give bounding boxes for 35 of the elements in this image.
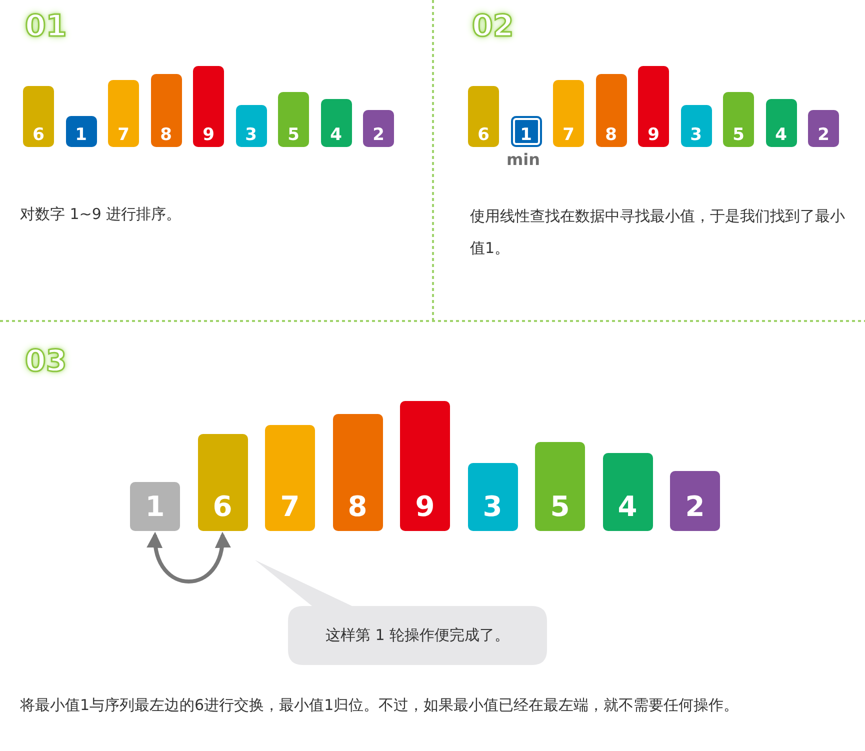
number-bar: 9 bbox=[193, 66, 224, 147]
number-bar: 7 bbox=[553, 80, 584, 147]
number-bar: 1 bbox=[510, 116, 542, 147]
number-bar: 8 bbox=[150, 74, 182, 147]
step-number: 03 bbox=[25, 345, 67, 379]
caption: 使用线性查找在数据中寻找最小值，于是我们找到了最小值1。 bbox=[470, 206, 846, 259]
number-bar: 8 bbox=[332, 414, 382, 531]
caption: 对数字 1~9 进行排序。 bbox=[20, 205, 182, 224]
number-bar: 5 bbox=[278, 92, 309, 147]
number-bar: 5 bbox=[535, 442, 585, 531]
number-bar: 2 bbox=[808, 110, 839, 147]
number-bar: 6 bbox=[23, 86, 54, 147]
step-number: 01 bbox=[25, 10, 67, 44]
number-bar: 3 bbox=[468, 463, 518, 531]
number-bar: 7 bbox=[265, 425, 315, 531]
number-bar: 2 bbox=[363, 110, 394, 147]
number-bar: 4 bbox=[320, 99, 352, 147]
number-bar: 5 bbox=[723, 92, 754, 147]
number-bar: 1 bbox=[66, 116, 96, 147]
number-bar: 1 bbox=[130, 482, 180, 531]
min-label: min bbox=[506, 150, 540, 169]
number-bar: 8 bbox=[596, 74, 626, 147]
number-bar: 4 bbox=[602, 453, 652, 531]
number-bar: 2 bbox=[670, 471, 720, 531]
number-bar: 3 bbox=[680, 105, 712, 147]
number-bar: 7 bbox=[108, 80, 139, 147]
number-bar: 4 bbox=[766, 99, 796, 147]
number-bar: 3 bbox=[236, 105, 266, 147]
number-bar: 6 bbox=[468, 86, 499, 147]
number-bar: 9 bbox=[638, 66, 669, 147]
number-bar: 6 bbox=[198, 434, 248, 531]
caption: 将最小值1与序列最左边的6进行交换，最小值1归位。不过，如果最小值已经在最左端，就不需要任何操作。 bbox=[20, 695, 740, 716]
swap-arrow bbox=[148, 532, 230, 584]
step-number: 02 bbox=[472, 10, 514, 44]
number-bar: 9 bbox=[400, 401, 450, 531]
